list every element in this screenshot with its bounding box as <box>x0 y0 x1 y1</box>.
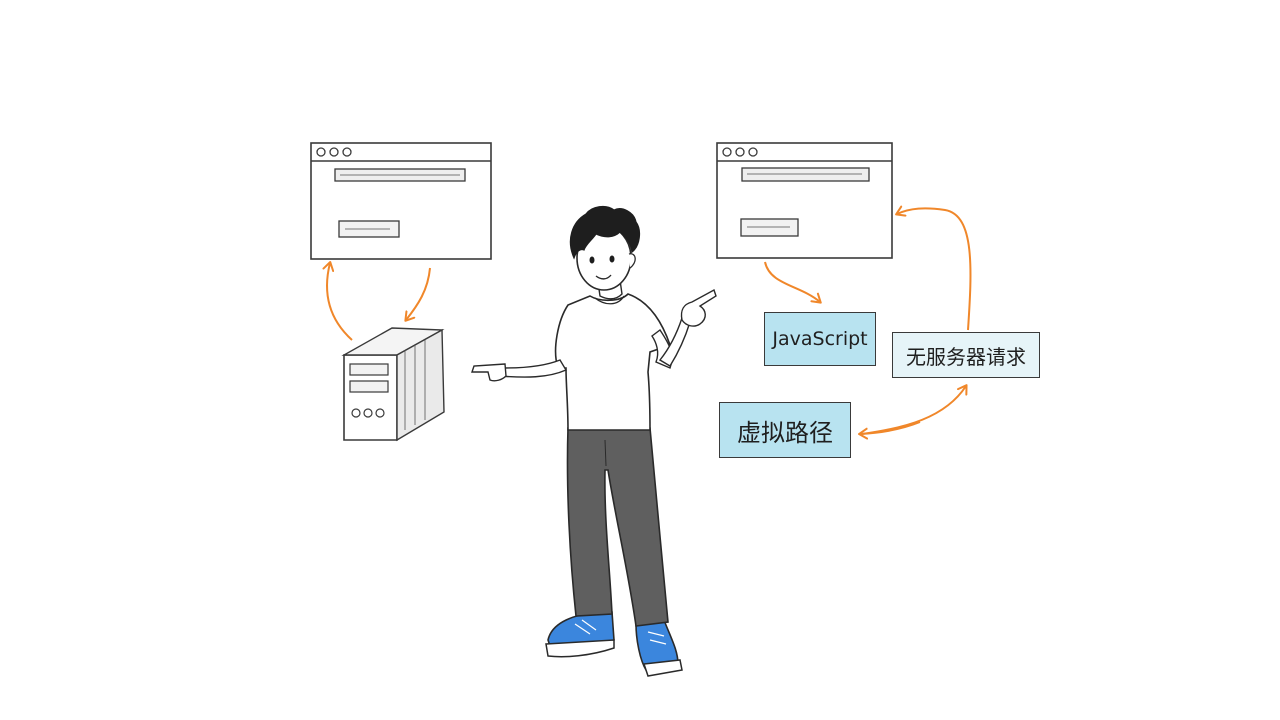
left-arm <box>498 359 568 378</box>
javascript-label: JavaScript <box>764 312 876 366</box>
right-hand <box>680 288 717 327</box>
character <box>471 205 717 677</box>
hair <box>569 205 641 260</box>
virtual-path-label: 虚拟路径 <box>719 402 851 458</box>
arrow-serverless-to-virtual-path <box>858 421 921 440</box>
left-hand <box>471 363 507 382</box>
arrow-serverless-to-browser <box>895 205 972 331</box>
arrow-browser-to-server <box>404 267 431 322</box>
right-browser-window <box>716 142 893 259</box>
arrow-browser-to-javascript <box>764 261 822 304</box>
shirt <box>554 293 672 431</box>
left-browser-window <box>310 142 492 260</box>
arrow-virtual-path-to-serverless <box>861 384 968 435</box>
right-shoe <box>635 619 683 677</box>
server-tower <box>341 327 445 442</box>
serverless-request-label: 无服务器请求 <box>892 332 1040 378</box>
left-shoe <box>545 611 615 658</box>
arrow-server-to-browser <box>322 261 353 341</box>
pants <box>566 427 669 627</box>
